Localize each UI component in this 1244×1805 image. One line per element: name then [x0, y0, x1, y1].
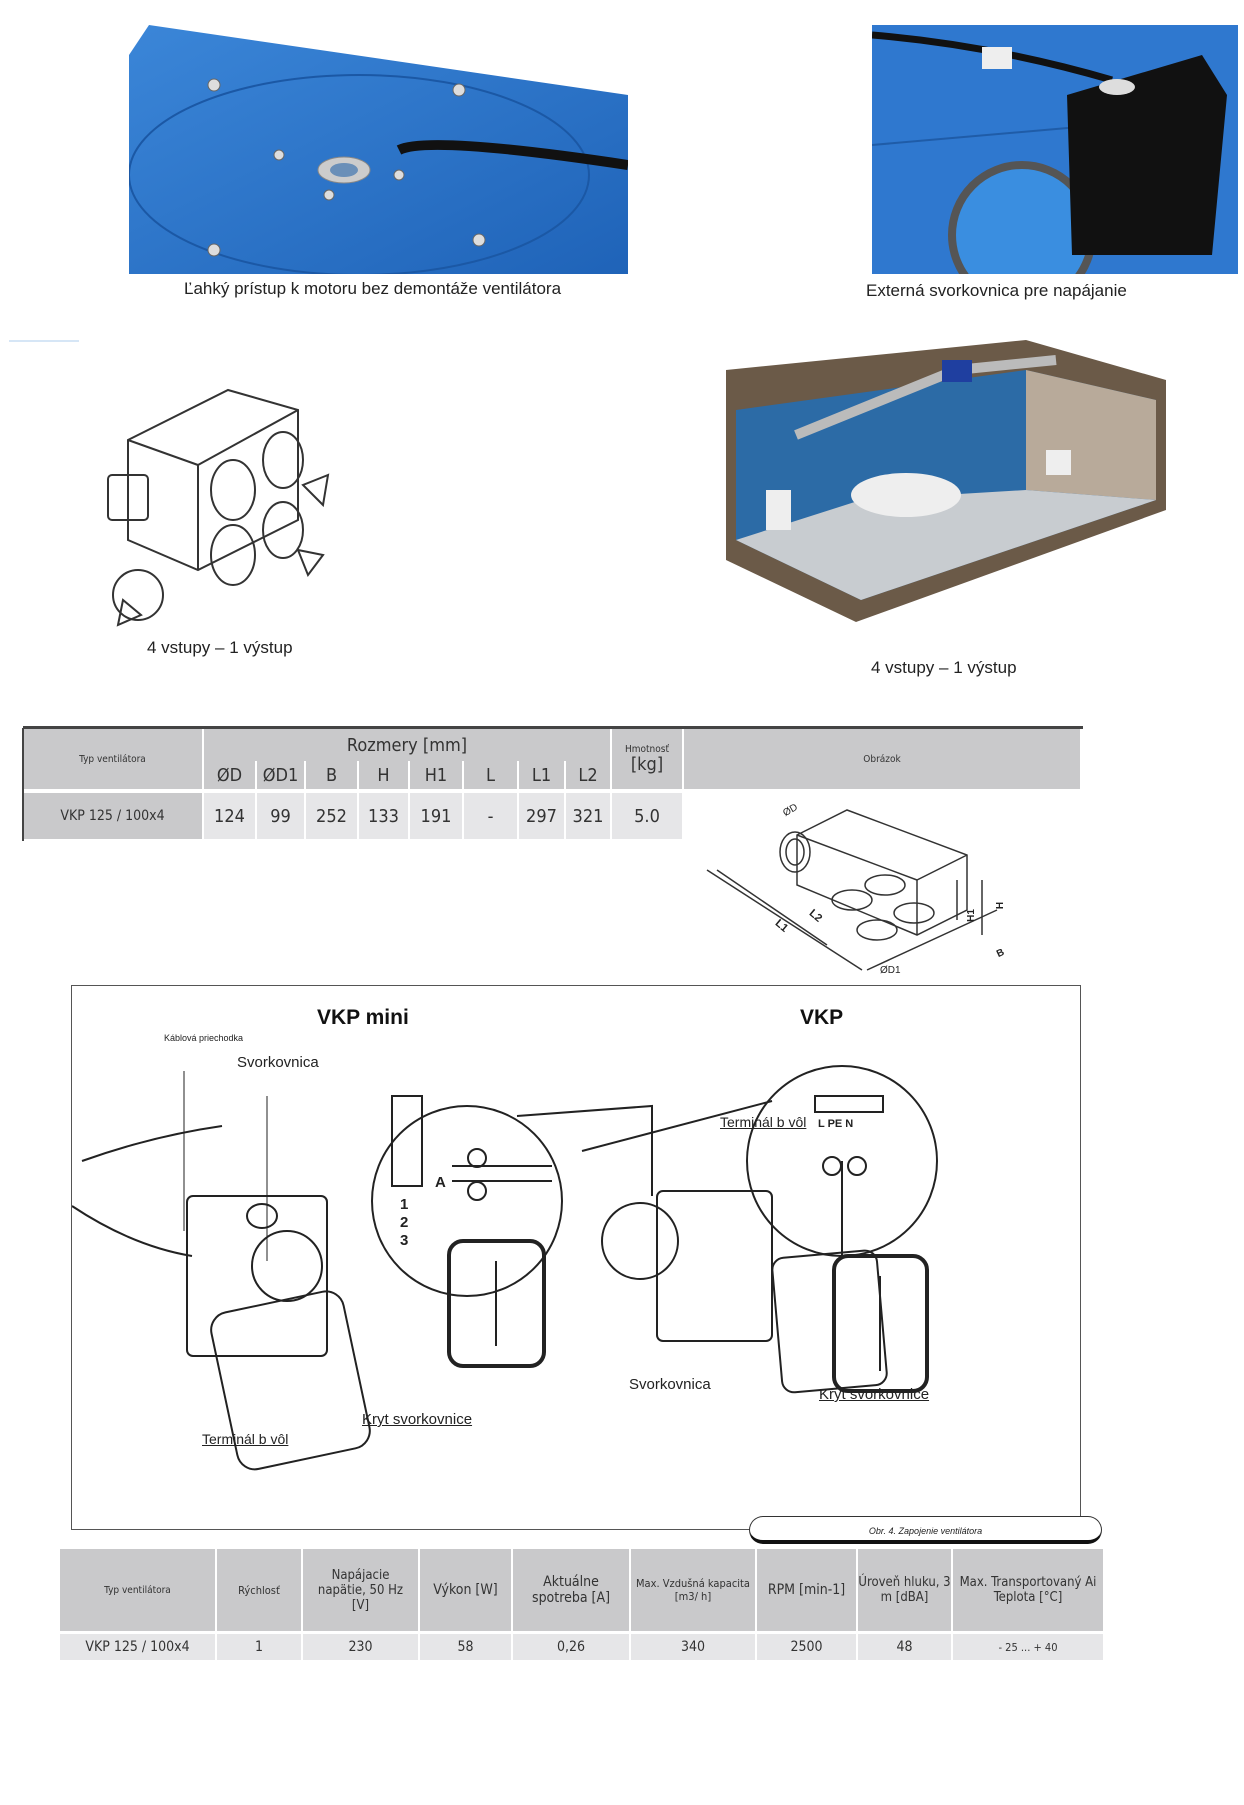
unit-drawing-caption: 4 vstupy – 1 výstup	[147, 638, 293, 657]
col-h: H	[359, 761, 408, 789]
col-l1: L1	[519, 761, 564, 789]
cell-type: VKP 125 / 100x4	[23, 793, 202, 839]
wiring-illustration	[72, 1065, 938, 1471]
spec-cell-power: 58	[420, 1634, 511, 1660]
spec-cell-airflow: 340	[631, 1634, 755, 1660]
spec-header-power: Výkon [W]	[420, 1549, 511, 1631]
cell-h: 133	[359, 793, 408, 839]
weight-header: Hmotnosť[kg]	[612, 729, 682, 789]
ground-terminal-label-left: Terminál b vôl	[202, 1431, 289, 1447]
motor-access-caption: Ľahký prístup k motoru bez demontáže ven…	[184, 279, 562, 298]
motor-access-photo	[129, 25, 628, 274]
col-l: L	[464, 761, 517, 789]
terminal-box-photo	[872, 25, 1238, 274]
spec-header-rpm: RPM [min-1]	[757, 1549, 856, 1631]
terminal-block-label-right: Svorkovnica	[629, 1376, 711, 1393]
terminal-2: 2	[400, 1214, 409, 1231]
divider-line	[9, 340, 79, 342]
cell-l: -	[464, 793, 517, 839]
room-caption: 4 vstupy – 1 výstup	[871, 658, 1017, 677]
cell-d1: 99	[257, 793, 304, 839]
spec-header-temperature: Max. Transportovaný Ai Teplota [°C]	[953, 1549, 1103, 1631]
label-h1: H1	[965, 909, 977, 922]
cell-l1: 297	[519, 793, 564, 839]
figure-caption-tab: Obr. 4. Zapojenie ventilátora	[749, 1516, 1102, 1544]
spec-cell-type: VKP 125 / 100x4	[60, 1634, 215, 1660]
terminal-3: 3	[400, 1232, 409, 1249]
cell-l2: 321	[566, 793, 610, 839]
table-row: VKP 125 / 100x4 1 230 58 0,26 340 2500 4…	[60, 1634, 1103, 1660]
spec-header-type: Typ ventilátora	[60, 1549, 215, 1631]
spec-cell-noise: 48	[858, 1634, 951, 1660]
spec-cell-rpm: 2500	[757, 1634, 856, 1660]
dimensions-group-header: Rozmery [mm]	[204, 729, 610, 761]
terminal-lpen-label: L PE N	[818, 1118, 854, 1130]
weight-header-unit: [kg]	[630, 753, 664, 775]
ground-terminal-label-right: Terminál b vôl	[720, 1114, 807, 1130]
terminal-1: 1	[400, 1196, 409, 1213]
table-left-rule	[22, 728, 24, 841]
room-installation-illustration	[726, 340, 1166, 622]
col-b: B	[306, 761, 357, 789]
dimension-drawing: ØD L1 L2 H1 H B ØD1	[697, 800, 1049, 978]
col-d1: ØD1	[257, 761, 304, 789]
spec-table: Typ ventilátora Rýchlosť Napájacie napät…	[58, 1549, 1105, 1660]
image-header: Obrázok	[684, 729, 1080, 789]
cell-weight: 5.0	[612, 793, 682, 839]
col-l2: L2	[566, 761, 610, 789]
col-h1: H1	[410, 761, 462, 789]
terminal-block-label-left: Svorkovnica	[237, 1054, 319, 1071]
table-top-rule	[23, 726, 1083, 729]
weight-header-label: Hmotnosť	[625, 743, 669, 755]
terminal-cover-label-left: Kryt svorkovnice	[362, 1411, 473, 1428]
spec-cell-current: 0,26	[513, 1634, 629, 1660]
type-header: Typ ventilátora	[23, 729, 202, 789]
spec-header-voltage: Napájacie napätie, 50 Hz [V]	[303, 1549, 418, 1631]
spec-header-noise: Úroveň hluku, 3 m [dBA]	[858, 1549, 951, 1631]
terminal-box-caption: Externá svorkovnica pre napájanie	[866, 281, 1127, 300]
spec-header-current: Aktuálne spotreba [A]	[513, 1549, 629, 1631]
cell-b: 252	[306, 793, 357, 839]
label-h: H	[995, 901, 1007, 910]
title-vkp-mini: VKP mini	[317, 1006, 409, 1029]
spec-cell-speed: 1	[217, 1634, 301, 1660]
cell-d: 124	[204, 793, 255, 839]
spec-header-airflow: Max. Vzdušná kapacita [m3/ h]	[631, 1549, 755, 1631]
wiring-diagram: VKP mini VKP Káblová priechodka Svorkovn…	[71, 985, 1081, 1530]
table-row: VKP 125 / 100x4 124 99 252 133 191 - 297…	[23, 793, 1080, 839]
title-vkp: VKP	[800, 1006, 844, 1029]
terminal-cover-label-right: Kryt svorkovnice	[819, 1386, 930, 1403]
col-d: ØD	[204, 761, 255, 789]
cable-gland-label: Káblová priechodka	[164, 1033, 244, 1043]
spec-cell-voltage: 230	[303, 1634, 418, 1660]
unit-line-drawing	[98, 380, 348, 635]
label-d1: ØD1	[880, 965, 901, 976]
cell-h1: 191	[410, 793, 462, 839]
terminal-a-label: A	[435, 1174, 446, 1191]
spec-header-speed: Rýchlosť	[217, 1549, 301, 1631]
dimensions-table: Typ ventilátora Rozmery [mm] Hmotnosť[kg…	[21, 729, 1082, 839]
spec-cell-temperature: - 25 ... + 40	[953, 1634, 1103, 1660]
figure-caption: Obr. 4. Zapojenie ventilátora	[868, 1526, 983, 1536]
